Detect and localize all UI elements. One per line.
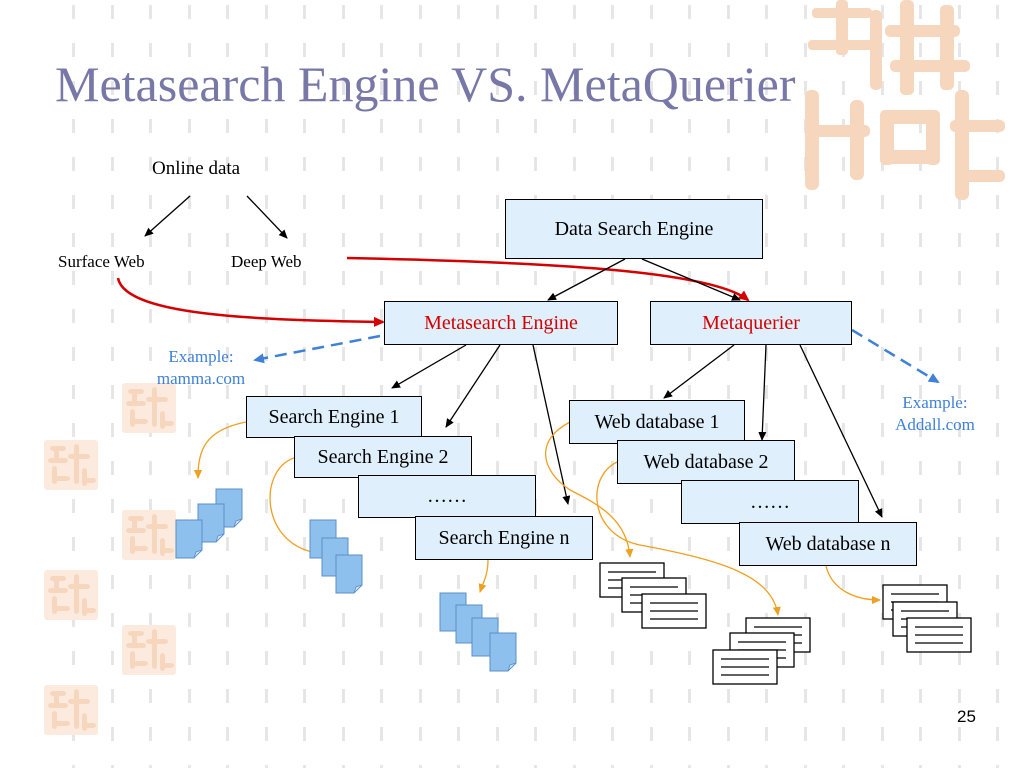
surface-web-label: Surface Web <box>58 252 145 271</box>
dse-to-metaquerier-arrow <box>641 258 741 301</box>
small-seal-icon <box>44 570 98 620</box>
small-seal-icon <box>122 510 176 560</box>
search-engine-ellipsis-box: …… <box>358 475 536 518</box>
small-seal-icon <box>122 383 176 433</box>
small-seal-icon <box>44 440 98 490</box>
slide-title: Metasearch Engine VS. MetaQuerier <box>55 56 796 112</box>
web-database-n-box: Web database n <box>739 522 917 566</box>
arrow-to-surface-web <box>144 195 191 237</box>
search-engine-2-box: Search Engine 2 <box>294 436 472 478</box>
arrow-to-deep-web <box>246 195 288 239</box>
page-number: 25 <box>957 707 976 726</box>
record-list-icon <box>641 593 707 629</box>
small-seal-icon <box>44 685 98 735</box>
web-page-icon <box>175 519 203 559</box>
example-right-line2: Addall.com <box>895 415 975 434</box>
example-left-line2: mamma.com <box>156 369 246 388</box>
web-database-ellipsis-box: …… <box>681 480 859 524</box>
deep-to-metaquerier-arrow <box>346 256 750 302</box>
search-engine-1-box: Search Engine 1 <box>246 396 422 438</box>
deep-web-label: Deep Web <box>231 252 302 271</box>
web-database-1-box: Web database 1 <box>569 400 745 444</box>
online-data-label: Online data <box>152 158 241 179</box>
example-right-line1: Example: <box>902 393 968 412</box>
record-list-icon <box>906 617 972 653</box>
search-engine-n-box: Search Engine n <box>415 516 593 560</box>
data-search-engine-box: Data Search Engine <box>505 199 763 259</box>
seal-watermark <box>805 0 1005 200</box>
web-database-2-box: Web database 2 <box>617 440 795 484</box>
example-left-label: Example: mamma.com <box>140 346 262 390</box>
web-page-icon <box>489 632 517 672</box>
web-page-icon <box>335 554 363 594</box>
example-left-line1: Example: <box>168 347 234 366</box>
example-right-label: Example: Addall.com <box>875 392 995 436</box>
small-seal-icon <box>122 625 176 675</box>
record-list-icon <box>712 649 778 685</box>
surface-to-metasearch-arrow <box>116 277 385 327</box>
example-right-arrow <box>851 328 940 384</box>
web-page-icon <box>197 503 225 543</box>
metasearch-engine-box: Metasearch Engine <box>384 301 618 345</box>
metaquerier-box: Metaquerier <box>650 301 852 345</box>
dse-to-metasearch-arrow <box>547 258 626 301</box>
example-left-arrow <box>253 334 381 364</box>
